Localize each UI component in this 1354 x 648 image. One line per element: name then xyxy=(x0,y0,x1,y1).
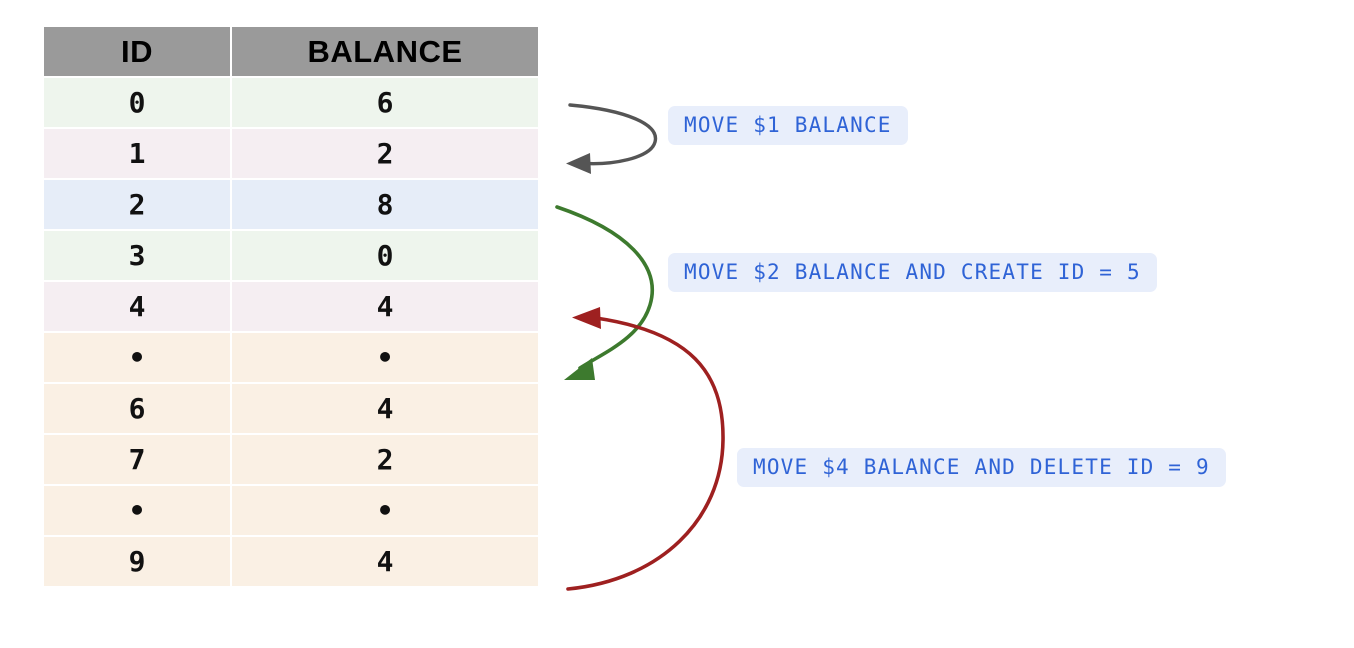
cell-balance: 0 xyxy=(232,231,538,280)
column-header-id: ID xyxy=(44,27,230,76)
table-header-row: ID BALANCE xyxy=(44,27,538,76)
cell-balance: 4 xyxy=(232,384,538,433)
table-row: •• xyxy=(44,333,538,382)
cell-balance: 6 xyxy=(232,78,538,127)
cell-balance: • xyxy=(232,333,538,382)
cell-balance: • xyxy=(232,486,538,535)
cell-id: 3 xyxy=(44,231,230,280)
cell-id: 2 xyxy=(44,180,230,229)
annotation-label-move-1: MOVE $1 BALANCE xyxy=(668,106,908,145)
annotation-label-move-2: MOVE $2 BALANCE AND CREATE ID = 5 xyxy=(668,253,1157,292)
cell-id: • xyxy=(44,486,230,535)
cell-balance: 4 xyxy=(232,537,538,586)
annotation-label-move-3: MOVE $4 BALANCE AND DELETE ID = 9 xyxy=(737,448,1226,487)
arrow-move-1 xyxy=(566,103,658,174)
column-header-balance: BALANCE xyxy=(232,27,538,76)
cell-id: 0 xyxy=(44,78,230,127)
cell-balance: 2 xyxy=(232,435,538,484)
arrow-move-3 xyxy=(566,307,725,591)
cell-id: 9 xyxy=(44,537,230,586)
table-row: •• xyxy=(44,486,538,535)
cell-balance: 2 xyxy=(232,129,538,178)
cell-id: • xyxy=(44,333,230,382)
arrow-move-2 xyxy=(555,205,654,380)
cell-id: 4 xyxy=(44,282,230,331)
cell-balance: 4 xyxy=(232,282,538,331)
cell-id: 7 xyxy=(44,435,230,484)
cell-balance: 8 xyxy=(232,180,538,229)
cell-id: 1 xyxy=(44,129,230,178)
cell-id: 6 xyxy=(44,384,230,433)
